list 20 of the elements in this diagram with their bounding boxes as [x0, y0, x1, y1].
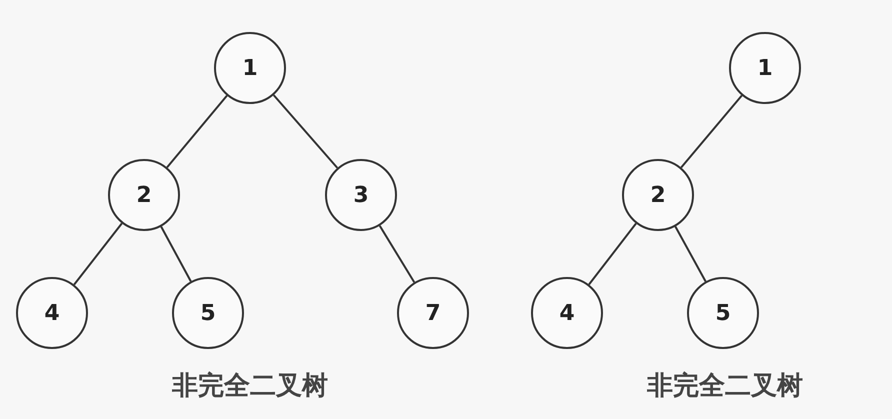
tree-node-circle: 5 — [172, 277, 244, 349]
tree-node-circle: 4 — [16, 277, 88, 349]
tree-edge — [73, 222, 123, 286]
tree-node-circle: 2 — [622, 159, 694, 231]
tree-node-circle: 7 — [397, 277, 469, 349]
tree-edge — [680, 94, 743, 168]
tree-caption: 非完全二叉树 — [647, 370, 803, 403]
tree-caption: 非完全二叉树 — [172, 370, 328, 403]
tree-edge — [160, 226, 192, 282]
tree-node-circle: 1 — [214, 32, 286, 104]
tree-edge — [674, 226, 706, 282]
tree-node-circle: 1 — [729, 32, 801, 104]
tree-edge — [588, 222, 637, 286]
tree-edge — [272, 94, 338, 169]
tree-node-circle: 2 — [108, 159, 180, 231]
tree-node-circle: 4 — [531, 277, 603, 349]
tree-node-circle: 3 — [325, 159, 397, 231]
tree-edge — [166, 95, 228, 168]
tree-node-circle: 5 — [687, 277, 759, 349]
tree-edge — [378, 225, 416, 283]
